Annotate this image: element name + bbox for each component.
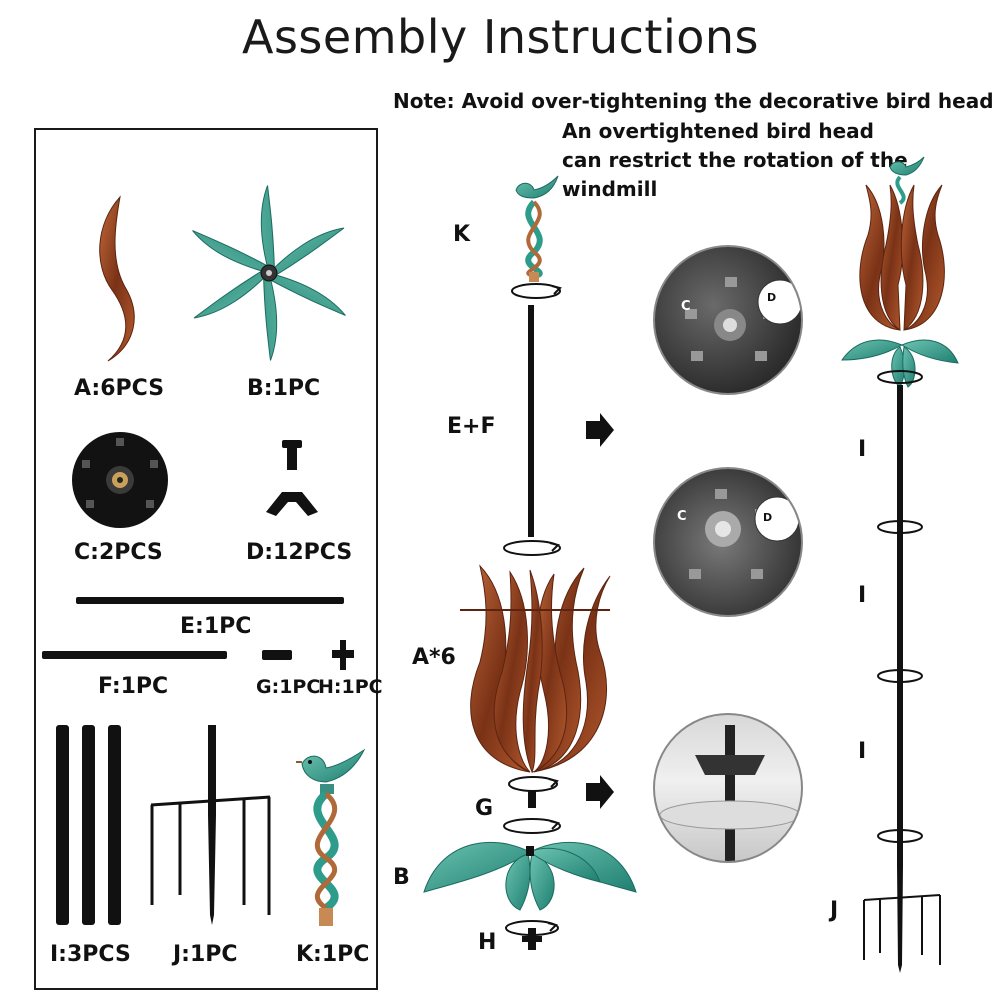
rotate-arrow-icon: [511, 283, 562, 299]
part-b-rotor-illustration: [192, 185, 346, 361]
detail-photo-rotor-joint: [653, 713, 803, 863]
part-f-label: F:1PC: [98, 674, 169, 699]
note-line-3: can restrict the rotation of the: [562, 148, 908, 172]
part-a-blade-illustration: [99, 195, 135, 362]
detail-photo-hub-bottom: C D: [653, 467, 803, 617]
part-h-label: H:1PC: [318, 676, 383, 698]
note-line-4: windmill: [562, 177, 658, 201]
assembled-i-label-2: I: [858, 583, 867, 608]
step-a6-copper-blades: [460, 564, 611, 774]
part-d-fastener-illustration: [266, 440, 318, 516]
part-a-label: A:6PCS: [74, 376, 165, 401]
part-i-pole-3: [108, 725, 121, 925]
step-k-label: K: [453, 222, 471, 247]
step-h-cap: [505, 920, 559, 950]
step-ef-rod: [528, 305, 534, 537]
step-a6-label: A*6: [412, 645, 456, 670]
part-e-label: E:1PC: [180, 614, 252, 639]
arrow-right-icon: [586, 413, 614, 447]
page-title: Assembly Instructions: [242, 10, 759, 64]
assembled-j-label: J: [830, 898, 839, 923]
step-ef-label: E+F: [447, 414, 496, 439]
rotate-arrow-icon: [503, 818, 561, 834]
assembled-i-label-1: I: [858, 437, 867, 462]
part-i-pole-2: [82, 725, 95, 925]
detail-c-label-2: C: [677, 509, 687, 524]
detail-photo-hub-top: C D: [653, 245, 803, 395]
assembled-windmill-illustration: [841, 156, 959, 973]
step-k-finial: [515, 175, 559, 282]
step-h-label: H: [478, 930, 497, 955]
step-b-teal-rotor: [423, 841, 637, 911]
step-g-sleeve: [528, 790, 536, 808]
part-h-cap-illustration: [332, 640, 354, 670]
part-j-stake-illustration: [150, 725, 271, 925]
part-c-hub-illustration: [72, 432, 168, 528]
part-j-label: J:1PC: [173, 942, 238, 967]
detail-d-label-2: D: [763, 511, 773, 524]
step-b-label: B: [393, 865, 410, 890]
part-k-bird-finial-illustration: [296, 748, 366, 926]
note-line-2: An overtightened bird head: [562, 119, 874, 143]
step-g-label: G: [475, 796, 494, 821]
part-k-label: K:1PC: [296, 942, 370, 967]
part-d-label: D:12PCS: [246, 540, 353, 565]
arrow-right-icon: [586, 775, 614, 809]
part-e-rod-illustration: [76, 597, 344, 604]
part-i-label: I:3PCS: [50, 942, 131, 967]
note-line-1: Note: Avoid over-tightening the decorati…: [393, 89, 994, 113]
detail-c-label-1: C: [681, 299, 691, 314]
part-g-sleeve-illustration: [262, 650, 292, 660]
parts-list-panel: [34, 128, 378, 990]
detail-d-label-1: D: [767, 291, 777, 304]
part-f-rod-illustration: [42, 651, 227, 659]
part-c-label: C:2PCS: [74, 540, 163, 565]
part-g-label: G:1PC: [256, 676, 321, 698]
part-i-pole-1: [56, 725, 69, 925]
rotate-arrow-icon: [503, 540, 561, 556]
part-b-label: B:1PC: [247, 376, 321, 401]
assembled-i-label-3: I: [858, 739, 867, 764]
